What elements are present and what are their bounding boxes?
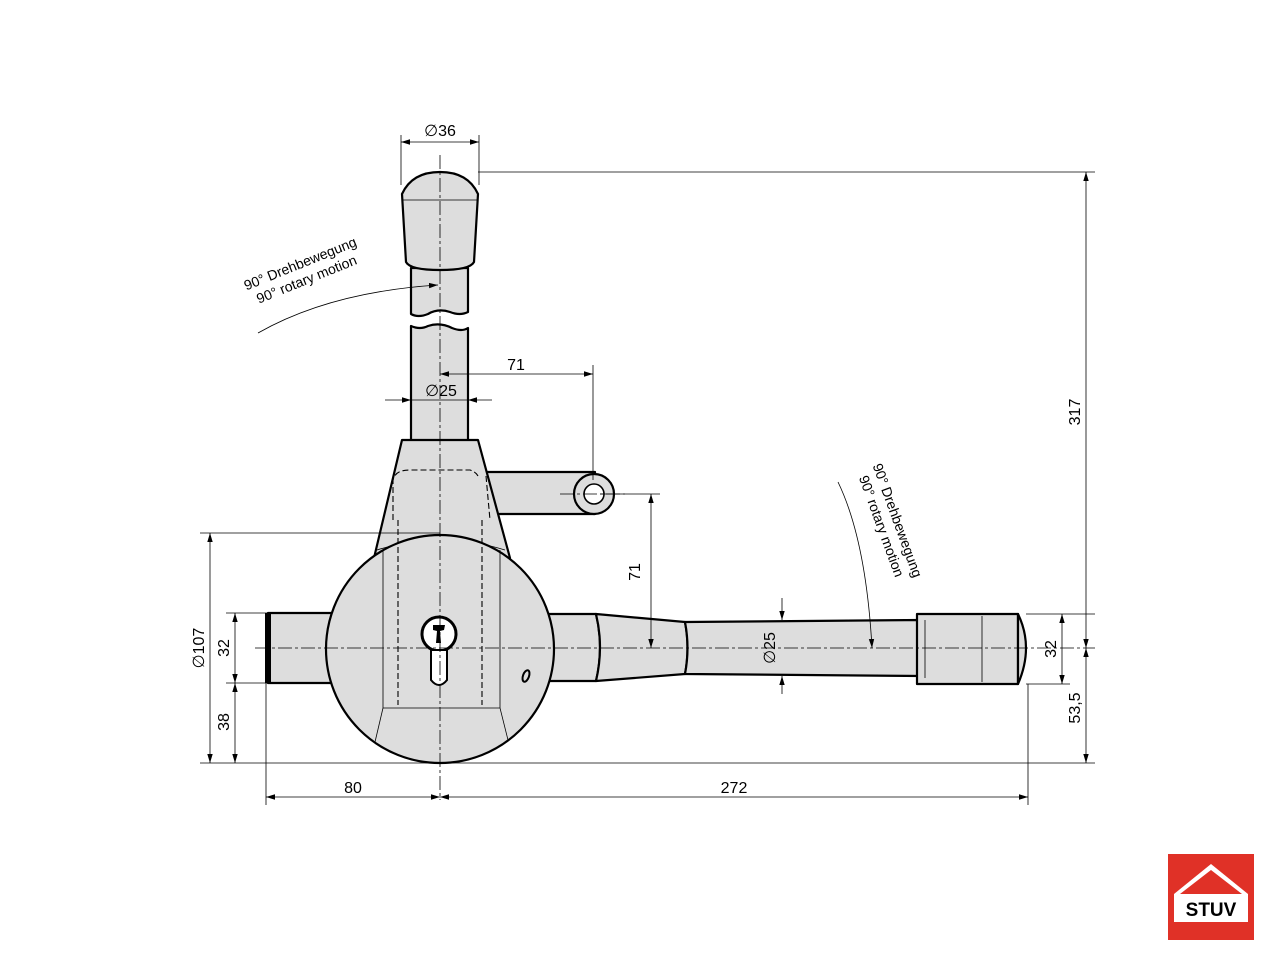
- stuv-logo: STUV: [1168, 854, 1254, 940]
- rotary-notes: 90° Drehbewegung 90° rotary motion 90° D…: [241, 233, 925, 579]
- shaft-lower: [409, 323, 470, 447]
- dim-left-38: 38: [216, 713, 233, 731]
- dim-arm-diameter: ∅25: [762, 632, 779, 664]
- dim-body-diameter: ∅107: [191, 628, 208, 669]
- right-arm-sleeve: [915, 612, 1020, 686]
- shaft-upper: [409, 266, 470, 318]
- logo-text: STUV: [1186, 900, 1237, 921]
- drain-hole: [521, 669, 531, 683]
- keyway-slot: [430, 649, 448, 686]
- dim-offset-vertical: 71: [627, 563, 644, 581]
- dim-right-width: 272: [721, 780, 748, 797]
- right-arm-taper: [594, 612, 689, 683]
- dim-knob-diameter: ∅36: [424, 123, 456, 140]
- dim-offset-horizontal: 71: [507, 357, 525, 374]
- right-arm-end-cap: [1016, 612, 1028, 686]
- dimension-lines: [200, 135, 1095, 805]
- keyhole-icon: [433, 625, 445, 643]
- dimension-labels: ∅36 ∅25 71 71 ∅25 317 32 53,5 ∅107 32 38…: [191, 123, 1084, 797]
- dim-right-32: 32: [1043, 640, 1060, 658]
- dim-shaft-diameter: ∅25: [425, 383, 457, 400]
- part-drawing: [265, 170, 1028, 765]
- dim-right-53-5: 53,5: [1067, 692, 1084, 723]
- dim-left-width: 80: [344, 780, 362, 797]
- dim-total-height: 317: [1067, 399, 1084, 426]
- dim-left-32: 32: [216, 639, 233, 657]
